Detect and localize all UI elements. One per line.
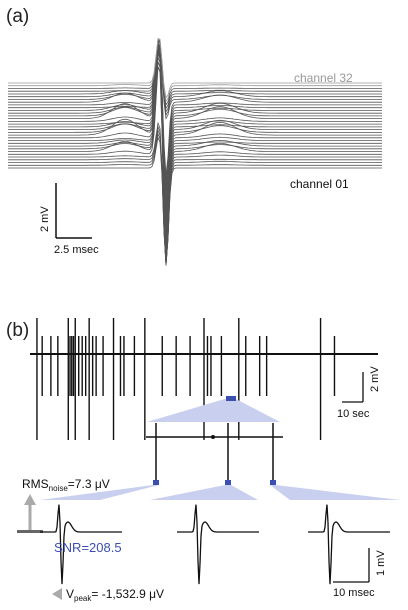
spike-highlight-3 [270, 480, 276, 485]
scalebar-a-x-label: 2.5 msec [54, 244, 99, 256]
scalebar-zoom-y-label: 1 mV [375, 550, 387, 576]
vpeak-arrow [52, 588, 62, 600]
zoomed-spike-3 [308, 504, 390, 585]
panel-b-label: (b) [6, 320, 29, 341]
channel-trace-17 [8, 47, 382, 218]
rms-noise-label: RMSnoise=7.3 μV [22, 477, 110, 493]
channel-trace-07 [8, 61, 382, 263]
scalebar-zoom-x-label: 10 msec [333, 587, 375, 599]
channel-32-label: channel 32 [294, 71, 353, 85]
channel-trace-26 [8, 41, 382, 120]
channel-trace-32 [8, 37, 382, 99]
spike-highlight-1 [153, 480, 159, 485]
scalebar-b-y-label: 2 mV [369, 366, 381, 392]
channel-trace-25 [8, 41, 382, 176]
channel-trace-21 [8, 43, 382, 197]
raster-trace [30, 318, 378, 440]
spike-wedge-3 [270, 485, 400, 500]
channel-trace-30 [8, 39, 382, 106]
spike-wedge-2 [150, 485, 258, 500]
scalebar-zoom: 1 mV 10 msec [333, 548, 387, 599]
zoom-highlight-1 [226, 396, 236, 401]
channel-trace-10 [8, 52, 382, 256]
channel-trace-11 [8, 51, 382, 251]
spike-highlight-2 [225, 480, 231, 485]
channel-trace-04 [8, 125, 382, 266]
scalebar-b: 2 mV 10 sec [337, 366, 381, 420]
panel-a-label: (a) [6, 6, 29, 27]
channel-01-label: channel 01 [290, 177, 349, 191]
scalebar-b-x-label: 10 sec [337, 408, 370, 420]
channel-trace-02 [8, 132, 382, 266]
arrow-base [17, 530, 43, 533]
channel-trace-19 [8, 46, 382, 208]
channel-trace-23 [8, 42, 382, 186]
zoomed-spikes [40, 504, 390, 585]
channel-trace-01 [8, 136, 382, 266]
amplitude-arrow [17, 494, 43, 533]
channel-trace-31 [8, 38, 382, 103]
arrow-head-up [24, 494, 36, 505]
channel-trace-06 [8, 66, 382, 263]
channel-trace-14 [8, 49, 382, 234]
channel-trace-28 [8, 40, 382, 113]
channel-traces [8, 37, 382, 266]
spike-wedge-1 [40, 485, 159, 500]
expanded-dot [211, 435, 215, 439]
channel-trace-05 [8, 121, 382, 266]
channel-trace-12 [8, 51, 382, 245]
channel-trace-20 [8, 45, 382, 202]
expanded-trace [146, 423, 283, 480]
vpeak-marker [52, 588, 62, 600]
channel-trace-22 [8, 43, 382, 192]
snr-label: SNR=208.5 [54, 540, 122, 555]
channel-trace-08 [8, 56, 382, 263]
channel-trace-15 [8, 49, 382, 229]
channel-trace-29 [8, 39, 382, 110]
scalebar-a-y-label: 2 mV [39, 206, 51, 232]
channel-trace-03 [8, 128, 382, 266]
zoom-wedge-1 [147, 398, 280, 422]
channel-trace-13 [8, 50, 382, 240]
channel-trace-18 [8, 47, 382, 213]
channel-trace-16 [8, 48, 382, 224]
channel-trace-27 [8, 40, 382, 117]
vpeak-label: Vpeak= -1,532.9 μV [66, 587, 164, 603]
channel-trace-09 [8, 53, 382, 261]
zoomed-spike-1 [40, 504, 122, 585]
zoomed-spike-2 [177, 504, 259, 585]
channel-trace-24 [8, 42, 382, 181]
scalebar-a: 2 mV 2.5 msec [39, 183, 99, 256]
